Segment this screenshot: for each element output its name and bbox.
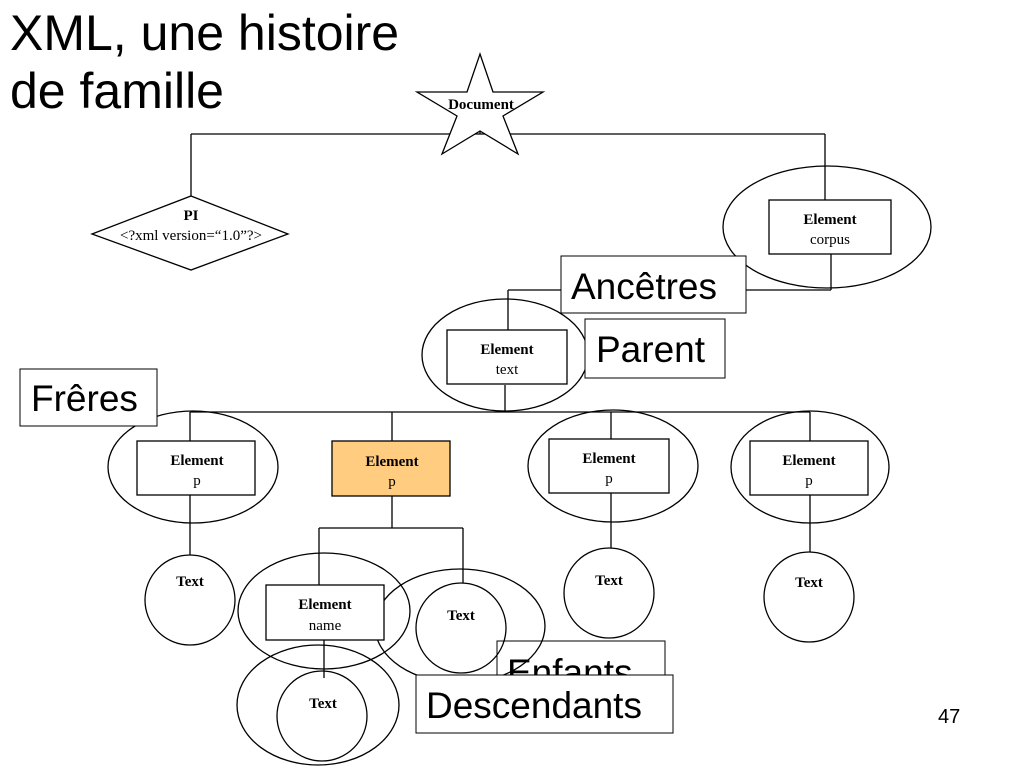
title-line-2: de famille (10, 63, 224, 119)
pi-value-label: <?xml version=“1.0”?> (120, 228, 262, 244)
element-kind-label: Element (365, 454, 418, 470)
element-node-p1: Element p (136, 440, 256, 496)
document-node: Document (414, 51, 546, 156)
label-box (19, 368, 158, 427)
element-node-p3: Element p (548, 438, 670, 494)
label-text: Parent (596, 329, 706, 370)
slide-title: XML, une histoire de famille (10, 4, 399, 120)
element-box (548, 438, 670, 494)
element-box (446, 329, 568, 385)
element-node-p2-highlighted: Element p (331, 440, 451, 497)
element-box (136, 440, 256, 496)
text-node-p4: Text (763, 551, 855, 643)
label-text: Frêres (31, 378, 138, 419)
ancestor-ellipse-corpus (722, 165, 932, 289)
text-node-name: Text (276, 670, 368, 762)
text-node-label: Text (309, 696, 337, 712)
element-name-label: p (805, 473, 813, 489)
element-kind-label: Element (803, 212, 856, 228)
text-node-label: Text (795, 575, 823, 591)
pi-node: PI <?xml version=“1.0”?> (90, 195, 290, 271)
text-node-p3: Text (563, 547, 655, 639)
descendant-ellipse-text (236, 644, 400, 766)
element-name-label: p (193, 473, 201, 489)
element-box (331, 440, 451, 497)
label-freres: Frêres (19, 368, 158, 427)
text-node-label: Text (447, 608, 475, 624)
label-box (560, 255, 747, 314)
text-node-label: Text (595, 573, 623, 589)
element-name-label: name (309, 618, 342, 634)
element-node-name: Element name (265, 584, 385, 641)
label-box (415, 674, 674, 734)
element-node-corpus: Element corpus (768, 199, 892, 255)
element-box (265, 584, 385, 641)
sibling-ellipse-p3 (527, 409, 699, 523)
text-circle (144, 554, 236, 646)
text-circle (563, 547, 655, 639)
label-text: Ancêtres (571, 266, 717, 307)
text-circle (415, 582, 507, 674)
child-ellipse-name (237, 552, 411, 670)
label-ancetres: Ancêtres (560, 255, 747, 314)
element-name-label: p (605, 471, 613, 487)
diamond-shape (90, 195, 290, 271)
highlight-ellipses (107, 165, 932, 766)
pi-kind-label: PI (184, 208, 199, 224)
label-box (584, 318, 726, 379)
page-number: 47 (938, 706, 961, 728)
element-box (768, 199, 892, 255)
element-node-text: Element text (446, 329, 568, 385)
text-node-p1: Text (144, 554, 236, 646)
sibling-ellipse-p1 (107, 410, 279, 524)
text-node-label: Text (176, 574, 204, 590)
title-line-1: XML, une histoire (10, 5, 400, 61)
element-name-label: corpus (810, 232, 850, 248)
label-descendants: Descendants (415, 674, 674, 734)
document-label: Document (448, 97, 514, 113)
element-box (749, 440, 869, 496)
element-kind-label: Element (480, 342, 533, 358)
element-node-p4: Element p (749, 440, 869, 496)
label-text: Descendants (426, 685, 642, 726)
star-shape (414, 51, 546, 156)
element-kind-label: Element (782, 453, 835, 469)
element-kind-label: Element (170, 453, 223, 469)
element-name-label: p (388, 474, 396, 490)
element-kind-label: Element (582, 451, 635, 467)
text-circle (763, 551, 855, 643)
sibling-ellipse-p4 (730, 410, 890, 524)
text-node-p2: Text (415, 582, 507, 674)
element-name-label: text (496, 362, 519, 378)
text-circle (276, 670, 368, 762)
element-kind-label: Element (298, 597, 351, 613)
label-parent: Parent (584, 318, 726, 379)
